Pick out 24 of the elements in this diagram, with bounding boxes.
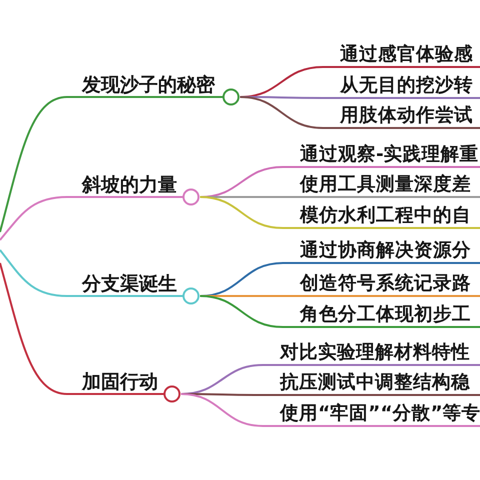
branch-line [0, 96, 68, 232]
branch-line [240, 96, 324, 129]
topic-text: 发现沙子的秘密 [82, 75, 215, 95]
branch-line [0, 262, 68, 395]
subtopic-text: 创造符号系统记录路 [300, 274, 471, 294]
subtopic-text: 抗压测试中调整结构稳 [280, 373, 470, 393]
subtopic-text: 模仿水利工程中的自 [300, 206, 471, 226]
subtopic-text: 通过协商解决资源分 [300, 241, 471, 261]
branch-line [180, 393, 264, 427]
subtopic-text: 通过感官体验感 [340, 45, 473, 65]
subtopic-text: 通过观察-实践理解重 [300, 145, 479, 165]
topic-text: 斜坡的力量 [82, 175, 177, 195]
branch-line [0, 249, 68, 297]
subtopic-text: 用肢体动作尝试 [340, 106, 473, 126]
subtopic-text: 从无目的挖沙转 [340, 76, 473, 96]
topic-text: 加固行动 [82, 372, 158, 392]
subtopic-text: 使用工具测量深度差 [300, 175, 471, 195]
branch-line [0, 196, 68, 241]
subtopic-text: 角色分工体现初步工 [300, 305, 471, 325]
subtopic-text: 使用“牢固”“分散”等专 [280, 404, 480, 424]
branch-line [200, 196, 284, 229]
topic-text: 分支渠诞生 [82, 274, 177, 294]
branch-line [200, 295, 284, 328]
subtopic-text: 对比实验理解材料特性 [280, 343, 470, 363]
